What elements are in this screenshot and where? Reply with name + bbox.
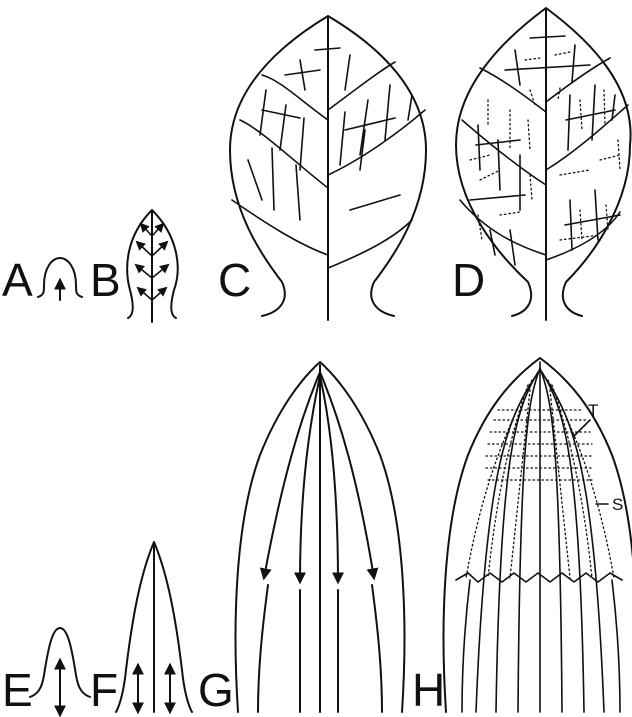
panel-label-e: E — [2, 664, 33, 716]
quaternary-veins-d-apex — [525, 52, 570, 105]
vein-arrow-b8 — [152, 224, 163, 236]
tertiary-veins-c-left — [248, 90, 304, 220]
leaf-outline-h — [444, 358, 632, 712]
panel-label-g: G — [198, 664, 234, 716]
secondary-vein-d4 — [546, 105, 628, 170]
secondary-vein-c6 — [328, 62, 395, 110]
panel-label-f: F — [90, 664, 118, 716]
panel-label-b: B — [90, 254, 121, 306]
vein-arrow-g4 — [320, 372, 374, 578]
vein-arrow-g3 — [320, 376, 338, 582]
vein-arrow-b2 — [152, 288, 166, 300]
vein-arrow-g1 — [264, 372, 320, 578]
annotation-s: S — [612, 495, 623, 514]
tertiary-veins-d-apex — [505, 36, 590, 85]
secondary-vein-c1 — [232, 200, 328, 255]
panel-b: B — [90, 210, 178, 322]
panel-label-a: A — [2, 254, 33, 306]
vein-arrow-b4 — [152, 265, 168, 278]
panel-d: D — [452, 8, 631, 320]
vein-arrow-b3 — [136, 265, 152, 278]
panel-a: A — [2, 254, 82, 306]
tertiary-veins-d-right — [565, 85, 620, 250]
panel-label-d: D — [452, 254, 485, 306]
vein-arrow-g2 — [300, 376, 320, 582]
panel-f: F — [90, 542, 192, 716]
vein-arrow-b7 — [141, 224, 152, 236]
zigzag-boundary-h — [456, 573, 622, 582]
panel-label-c: C — [218, 254, 251, 306]
tertiary-veins-c-apex — [285, 48, 350, 90]
secondary-vein-c5 — [262, 75, 328, 120]
vein-arrow-b1 — [138, 288, 152, 300]
panel-e: E — [2, 628, 90, 716]
secondary-vein-c3 — [240, 120, 328, 188]
vein-arrow-b6 — [152, 242, 167, 256]
secondary-vein-d1 — [460, 200, 546, 255]
annotation-t-leader — [574, 420, 590, 436]
panel-h: H T S — [412, 358, 632, 716]
vein-arrow-b5 — [137, 242, 152, 256]
annotation-t: T — [588, 401, 598, 420]
secondary-vein-d5 — [480, 68, 546, 112]
panel-c: C — [218, 16, 426, 320]
secondary-vein-d6 — [546, 58, 610, 102]
secondary-vein-d3 — [462, 120, 546, 185]
panel-label-h: H — [412, 664, 445, 716]
panel-g: G — [198, 362, 404, 716]
secondary-vein-d2 — [546, 212, 620, 260]
